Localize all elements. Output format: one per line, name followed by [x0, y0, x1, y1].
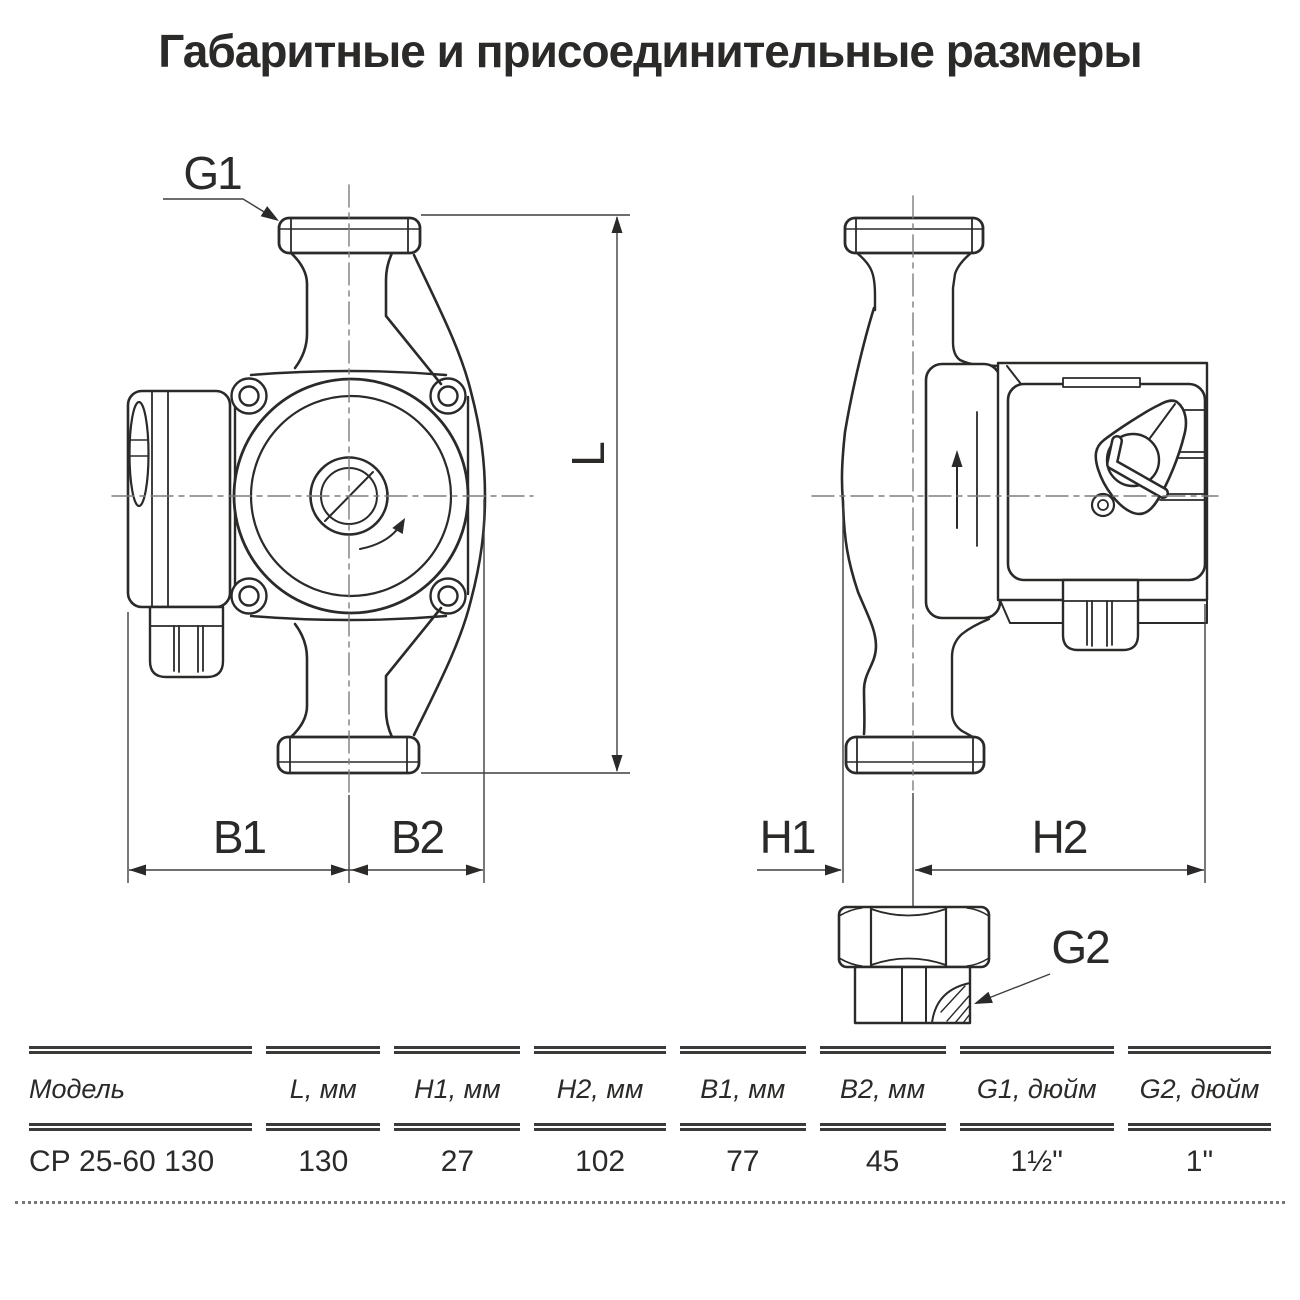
speed-knob-edge	[1149, 403, 1176, 439]
side-view	[811, 195, 1219, 1025]
hex-chamfer-arc	[838, 957, 863, 967]
arrow-head	[611, 216, 623, 233]
hex-chamfer-arc	[870, 908, 947, 917]
column-header-h2: H2, мм	[534, 1046, 666, 1131]
outlet-neck-bottom	[289, 606, 443, 739]
cable-gland	[1061, 578, 1140, 652]
union-nut-fitting	[837, 905, 991, 1025]
dimension-label-h1: H1	[760, 811, 815, 863]
dimension-label-l: L	[562, 442, 614, 467]
union-tailpiece	[853, 965, 972, 1025]
bolt-hole	[238, 585, 260, 607]
arrow-head	[915, 864, 932, 876]
screw	[1090, 492, 1116, 518]
cell-l: 130	[298, 1145, 349, 1178]
arrow-head	[351, 864, 368, 876]
arrow-head	[1187, 864, 1204, 876]
dimension-label-g1: G1	[183, 147, 241, 199]
cell-model: СР 25-60 130	[29, 1145, 215, 1178]
thread-hatch	[940, 985, 966, 1013]
g1-leader-line	[163, 198, 275, 219]
cell-g2: 1"	[1185, 1145, 1214, 1178]
dimension-label-g2: G2	[1051, 921, 1109, 973]
arrow-head	[331, 864, 348, 876]
column-header-b1: B1, мм	[679, 1046, 806, 1131]
bottom-neck-edge	[950, 617, 991, 739]
hex-chamfer-arc	[870, 957, 947, 966]
rotation-arrow-head	[392, 518, 405, 534]
dimension-g2: G2	[973, 921, 1111, 1005]
speed-knob-lever	[1108, 437, 1167, 497]
volute-outline	[840, 306, 878, 736]
bolt-hole	[437, 385, 459, 407]
cell-g1: 1½"	[1010, 1145, 1063, 1178]
thread-hatch	[954, 1004, 971, 1024]
neck-edge	[289, 251, 309, 370]
bolt-lugs	[230, 377, 467, 615]
column-header-h1: H1, мм	[394, 1046, 521, 1131]
bolt-hole	[437, 585, 459, 607]
flange-body	[843, 216, 985, 255]
dimensions-table: Модель L, мм H1, мм H2, мм B1, мм B2, мм…	[15, 1046, 1285, 1204]
arrow-head	[466, 864, 483, 876]
dimension-l: L	[421, 214, 630, 774]
table-header-row: Модель L, мм H1, мм H2, мм B1, мм B2, мм…	[29, 1046, 1271, 1131]
flow-arrow-head	[951, 450, 963, 467]
inlet-neck-top	[289, 251, 443, 386]
dimension-label-h2: H2	[1032, 811, 1087, 863]
top-pipe-flange	[843, 216, 985, 255]
hex-chamfer-arc	[966, 907, 990, 917]
control-box-chamfer	[1006, 365, 1022, 385]
table-bottom-rule	[15, 1201, 1285, 1204]
cell-b2: 45	[865, 1145, 900, 1178]
cell-b1: 77	[726, 1145, 760, 1178]
nameplate-oval	[128, 400, 150, 508]
arrow-head	[129, 864, 146, 876]
arrow-head	[825, 864, 842, 876]
table-row: СР 25-60 130 130 27 102 77 45 1½" 1"	[29, 1131, 1271, 1195]
bottom-pipe-flange	[844, 735, 986, 775]
thread-arc	[931, 982, 971, 1024]
top-neck-edge	[951, 251, 1000, 368]
neck-edge	[289, 622, 309, 739]
neck-edge	[384, 606, 443, 739]
hex-chamfer-arc	[966, 957, 990, 967]
g1-arrow-head	[260, 206, 279, 221]
front-view	[111, 184, 534, 794]
dimension-h1-h2: H1 H2	[757, 506, 1206, 906]
front-view-centerlines	[111, 184, 534, 794]
g2-arrow-head	[973, 991, 993, 1005]
neck-edge	[384, 251, 443, 386]
page-title: Габаритные и присоединительные размеры	[158, 25, 1142, 77]
screw-center	[1097, 499, 1109, 511]
bolt-hole	[238, 385, 260, 407]
column-header-g1: G1, дюйм	[959, 1046, 1114, 1131]
dimensional-drawing: G1 L B1 B2	[111, 147, 1219, 1025]
thread-hatch	[962, 1013, 971, 1024]
cell-h2: 102	[575, 1145, 626, 1178]
column-header-model: Модель	[29, 1046, 253, 1131]
top-neck-edge	[855, 251, 877, 312]
cell-h1: 27	[440, 1145, 475, 1178]
dimensions-table-grid: Модель L, мм H1, мм H2, мм B1, мм B2, мм…	[15, 1046, 1285, 1195]
flange-body	[844, 735, 986, 775]
dimension-label-b2: B2	[391, 811, 444, 863]
column-header-b2: B2, мм	[819, 1046, 946, 1131]
column-header-g2: G2, дюйм	[1127, 1046, 1271, 1131]
dimension-g1: G1	[163, 147, 279, 221]
pump-housing-side	[924, 362, 1002, 620]
dimension-label-b1: B1	[213, 811, 266, 863]
hex-chamfer-arc	[838, 907, 863, 917]
cable-gland	[148, 605, 225, 679]
terminal-box	[126, 389, 232, 679]
column-header-l: L, мм	[266, 1046, 381, 1131]
thread-hatch	[946, 995, 970, 1022]
control-box	[996, 361, 1209, 652]
dimension-b1-b2: B1 B2	[127, 499, 485, 883]
arrow-head	[611, 755, 623, 772]
control-box-tab	[1062, 377, 1141, 388]
side-view-centerlines	[811, 195, 1219, 791]
dimensions: G1 L B1 B2	[127, 147, 1206, 1005]
